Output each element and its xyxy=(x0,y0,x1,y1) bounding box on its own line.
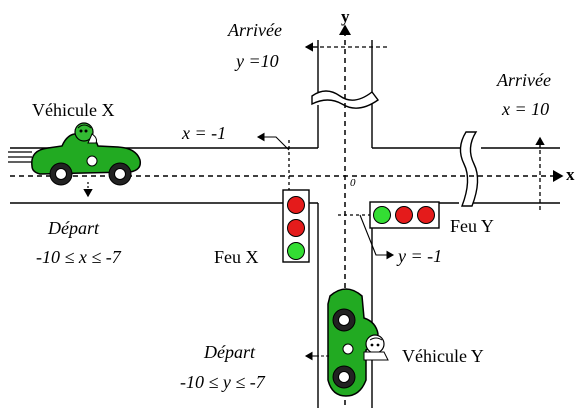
light-x-lamp-bottom xyxy=(287,242,305,260)
light-y-lamp-right xyxy=(417,206,435,224)
vehicle-x-car xyxy=(8,122,142,186)
vehicle-x-label: Véhicule X xyxy=(32,100,114,120)
finish-x-title: Arrivée xyxy=(496,70,551,90)
road-vertical xyxy=(317,40,373,408)
vehicle-x-start-title: Départ xyxy=(47,218,100,238)
finish-x-condition: x = 10 xyxy=(501,99,549,119)
finish-y-title: Arrivée xyxy=(227,20,282,40)
light-y-lamp-left xyxy=(373,206,391,224)
vehicle-y-car xyxy=(327,288,389,397)
road-break-vertical xyxy=(311,90,379,109)
y-axis-label: y xyxy=(341,7,350,26)
light-x-label: Feu X xyxy=(214,247,259,267)
light-x-line-label: x = -1 xyxy=(181,123,226,143)
vehicle-x-start-range: -10 ≤ x ≤ -7 xyxy=(36,247,122,267)
light-x-lamp-top xyxy=(287,196,305,214)
vehicle-y-start-range: -10 ≤ y ≤ -7 xyxy=(180,372,266,392)
light-y-leader xyxy=(359,214,395,260)
x-axis-label: x xyxy=(566,165,575,184)
road-break-horizontal xyxy=(459,131,479,207)
vehicle-y-label: Véhicule Y xyxy=(402,346,484,366)
light-y-line-label: y = -1 xyxy=(396,246,442,266)
origin-label: 0 xyxy=(350,177,356,189)
light-y-label: Feu Y xyxy=(450,216,494,236)
light-x-lamp-middle xyxy=(287,219,305,237)
finish-y-condition: y =10 xyxy=(234,51,279,71)
vehicle-y-start-title: Départ xyxy=(203,342,256,362)
light-y-lamp-middle xyxy=(395,206,413,224)
traffic-light-y xyxy=(369,201,440,229)
light-x-leader xyxy=(256,132,290,151)
traffic-light-x xyxy=(282,189,310,263)
